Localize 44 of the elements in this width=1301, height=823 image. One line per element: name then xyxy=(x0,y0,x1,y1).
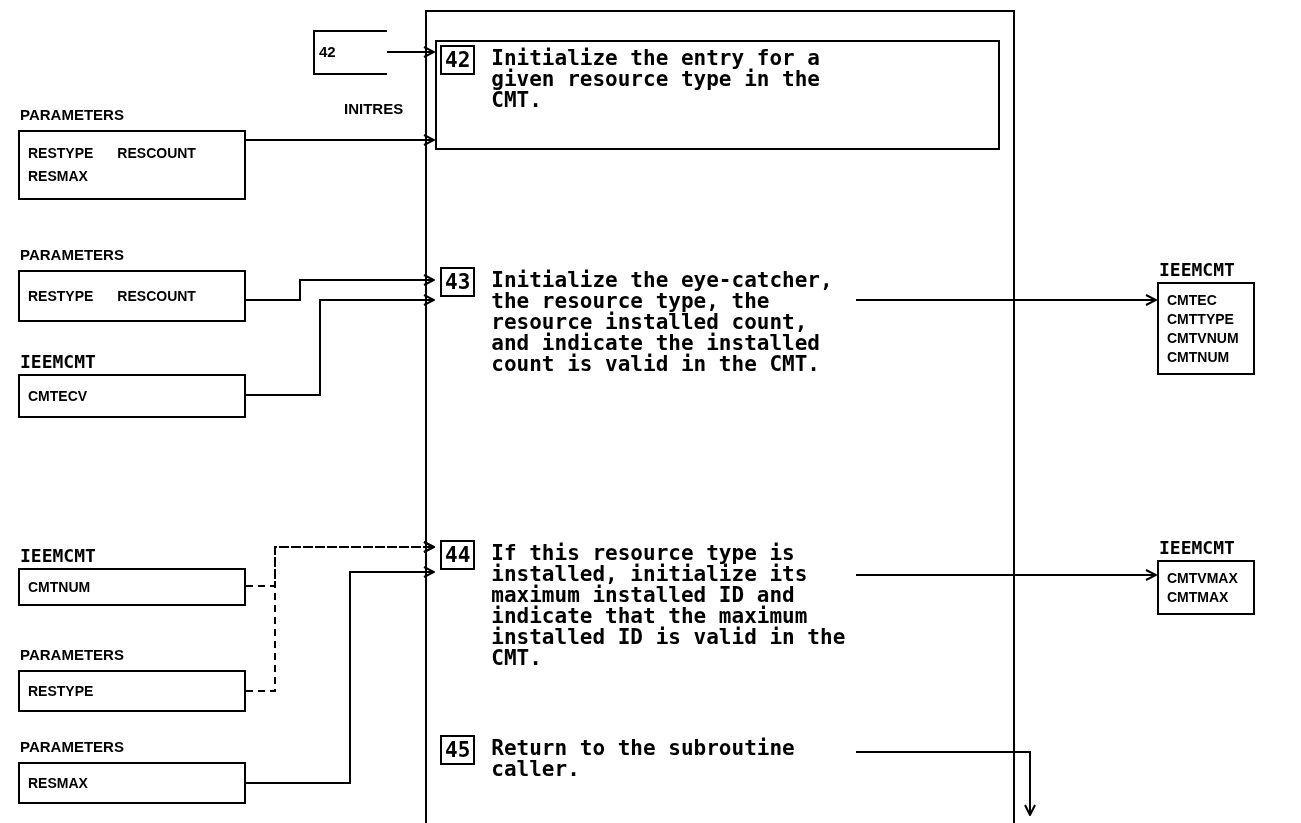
field-name: CMTVNUM xyxy=(1167,328,1240,348)
field-name: RESMAX xyxy=(28,167,88,186)
data-area-heading: PARAMETERS xyxy=(20,645,124,665)
data-area-heading: IEEMCMT xyxy=(20,544,96,568)
step-number: 42 xyxy=(440,45,476,75)
step-number: 44 xyxy=(440,540,476,570)
field-name: RESTYPE xyxy=(28,286,94,306)
arrow xyxy=(245,566,435,784)
arrow xyxy=(855,751,1036,816)
data-area-heading: PARAMETERS xyxy=(20,245,124,265)
field-name: RESCOUNT xyxy=(117,144,196,163)
field-name: CMTVMAX xyxy=(1167,568,1239,588)
step-description: If this resource type is installed, initialize its maximum installed ID and indicate that the maximum installed ID is valid in the CMT. xyxy=(491,540,847,669)
arrow xyxy=(855,569,1157,581)
step-description: Initialize the eye-catcher, the resource type, the resource installed count, and indicate the installed count is valid in the CMT. xyxy=(491,267,834,375)
arrow xyxy=(245,294,435,396)
field-name: CMTTYPE xyxy=(1167,309,1235,329)
step-description: Initialize the entry for a given resource type in the CMT. xyxy=(491,45,822,111)
field-name: RESTYPE xyxy=(28,681,94,701)
input-box xyxy=(313,30,387,75)
step-number: 43 xyxy=(440,267,476,297)
data-area-heading: IEEMCMT xyxy=(20,350,96,374)
arrow xyxy=(245,274,435,301)
field-name: RESMAX xyxy=(28,773,88,793)
field-name: RESCOUNT xyxy=(117,286,196,306)
data-area-heading: PARAMETERS xyxy=(20,105,124,125)
field-name: RESTYPE xyxy=(28,144,94,163)
process-step xyxy=(435,40,1000,150)
step-description: Return to the subroutine caller. xyxy=(491,735,796,780)
data-area-heading: IEEMCMT xyxy=(1159,258,1235,282)
field-name: CMTMAX xyxy=(1167,587,1230,607)
field-name: CMTEC xyxy=(1167,290,1218,310)
process-frame xyxy=(425,10,1015,823)
field-name: CMTNUM xyxy=(1167,347,1231,367)
arrow xyxy=(245,541,435,692)
arrow xyxy=(855,294,1157,306)
step-number: 45 xyxy=(440,735,476,765)
step-reference: 42 xyxy=(319,42,336,63)
data-area-heading: IEEMCMT xyxy=(1159,536,1235,560)
data-area-heading: PARAMETERS xyxy=(20,737,124,757)
arrow xyxy=(245,134,435,146)
field-name: CMTNUM xyxy=(28,577,91,597)
field-name: CMTECV xyxy=(28,386,88,406)
arrow xyxy=(386,46,435,58)
